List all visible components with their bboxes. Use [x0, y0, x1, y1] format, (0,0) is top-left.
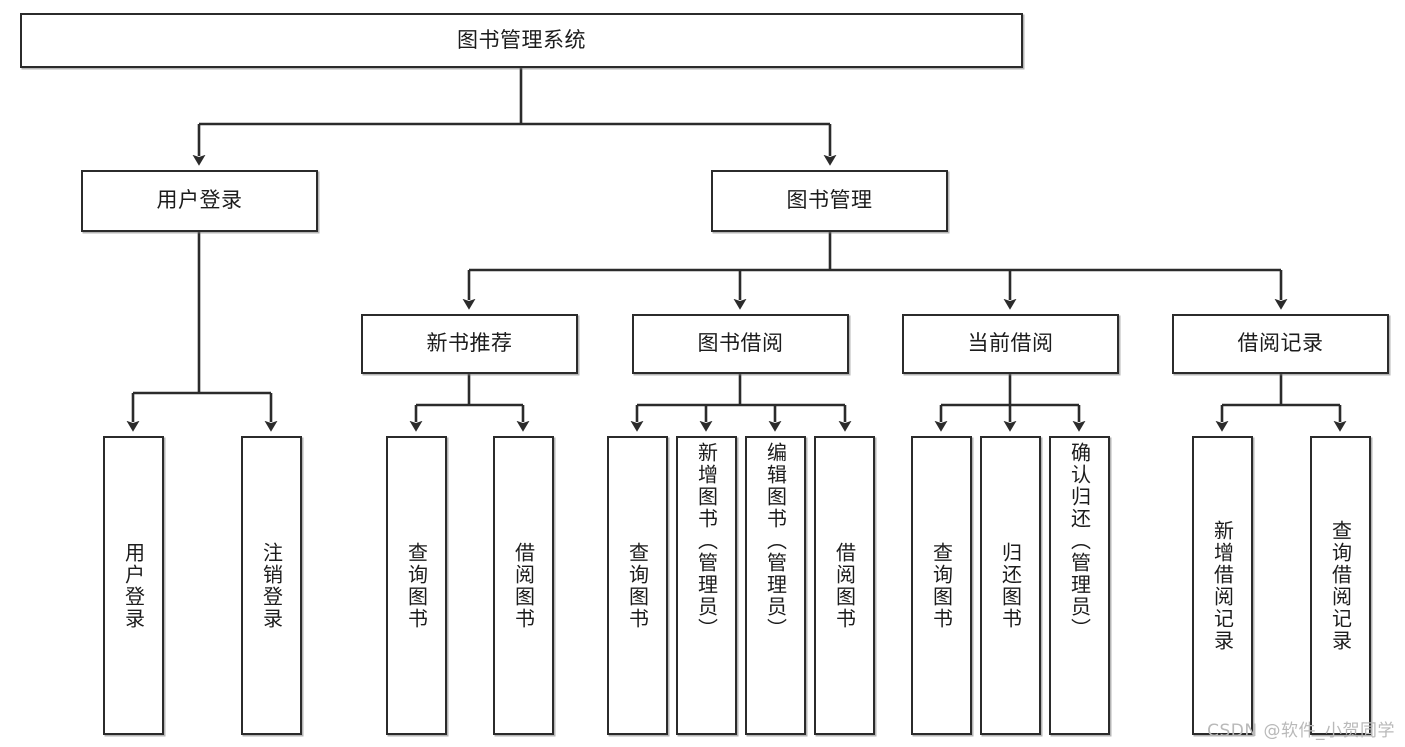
- leaf-current-return-book[interactable]: 归还图书: [980, 436, 1041, 735]
- node-label: 注销登录: [259, 541, 284, 630]
- node-new-book-recommend[interactable]: 新书推荐: [361, 314, 578, 374]
- node-label: 编辑图书（管理员）: [763, 442, 788, 640]
- node-current-borrow[interactable]: 当前借阅: [902, 314, 1119, 374]
- node-user-login[interactable]: 用户登录: [81, 170, 318, 232]
- node-label: 查询图书: [929, 541, 954, 630]
- node-label: 用户登录: [121, 541, 146, 630]
- leaf-records-query-record[interactable]: 查询借阅记录: [1310, 436, 1371, 735]
- node-label: 新增借阅记录: [1210, 519, 1235, 652]
- node-label: 新增图书（管理员）: [694, 442, 719, 640]
- leaf-borrow-edit-book-admin[interactable]: 编辑图书（管理员）: [745, 436, 806, 735]
- leaf-borrow-borrow-book[interactable]: 借阅图书: [814, 436, 875, 735]
- node-label: 借阅图书: [832, 541, 857, 630]
- leaf-records-add-record[interactable]: 新增借阅记录: [1192, 436, 1253, 735]
- leaf-current-confirm-return-admin[interactable]: 确认归还（管理员）: [1049, 436, 1110, 735]
- node-root-system[interactable]: 图书管理系统: [20, 13, 1023, 68]
- node-label: 用户登录: [156, 188, 243, 213]
- node-label: 确认归还（管理员）: [1067, 442, 1092, 640]
- node-label: 查询图书: [625, 541, 650, 630]
- node-label: 查询图书: [404, 541, 429, 630]
- leaf-borrow-query-book[interactable]: 查询图书: [607, 436, 668, 735]
- node-label: 当前借阅: [967, 331, 1054, 356]
- leaf-new-book-borrow[interactable]: 借阅图书: [493, 436, 554, 735]
- leaf-borrow-add-book-admin[interactable]: 新增图书（管理员）: [676, 436, 737, 735]
- node-label: 借阅记录: [1237, 331, 1324, 356]
- node-book-borrow[interactable]: 图书借阅: [632, 314, 849, 374]
- node-book-management[interactable]: 图书管理: [711, 170, 948, 232]
- node-label: 归还图书: [998, 541, 1023, 630]
- leaf-user-login-logout[interactable]: 注销登录: [241, 436, 302, 735]
- node-label: 图书借阅: [697, 331, 784, 356]
- leaf-current-query-book[interactable]: 查询图书: [911, 436, 972, 735]
- node-label: 查询借阅记录: [1328, 519, 1353, 652]
- node-label: 图书管理: [786, 188, 873, 213]
- leaf-new-book-query[interactable]: 查询图书: [386, 436, 447, 735]
- node-label: 借阅图书: [511, 541, 536, 630]
- leaf-user-login-login[interactable]: 用户登录: [103, 436, 164, 735]
- node-borrow-records[interactable]: 借阅记录: [1172, 314, 1389, 374]
- node-label: 图书管理系统: [457, 27, 586, 52]
- csdn-watermark: CSDN @软件_小贺同学: [1207, 721, 1395, 741]
- node-label: 新书推荐: [426, 331, 513, 356]
